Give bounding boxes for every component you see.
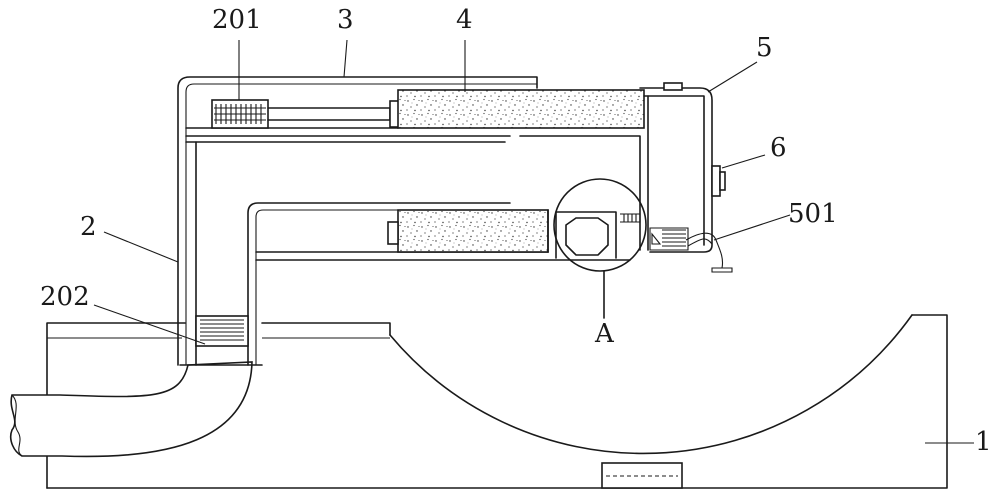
label-202: 202 (40, 282, 90, 312)
label-201: 201 (212, 5, 262, 35)
control-box-5 (639, 82, 733, 273)
clamp-detail (547, 209, 641, 259)
label-5: 5 (756, 33, 773, 63)
lower-end-cap (387, 221, 399, 245)
hose (9, 361, 253, 458)
vent-grille-202 (195, 315, 249, 347)
base-1 (46, 314, 948, 489)
label-4: 4 (456, 5, 473, 35)
label-501: 501 (788, 199, 838, 229)
label-2: 2 (80, 212, 97, 242)
motor-201 (211, 99, 401, 129)
detail-circle-A (553, 178, 647, 272)
label-6: 6 (770, 133, 787, 163)
button-6 (711, 165, 721, 197)
leader-lines (93, 39, 974, 444)
filter-4-lower (397, 209, 549, 253)
label-3: 3 (337, 5, 354, 35)
filter-4-upper (397, 89, 645, 129)
label-A: A (594, 319, 615, 349)
label-1: 1 (975, 427, 992, 457)
